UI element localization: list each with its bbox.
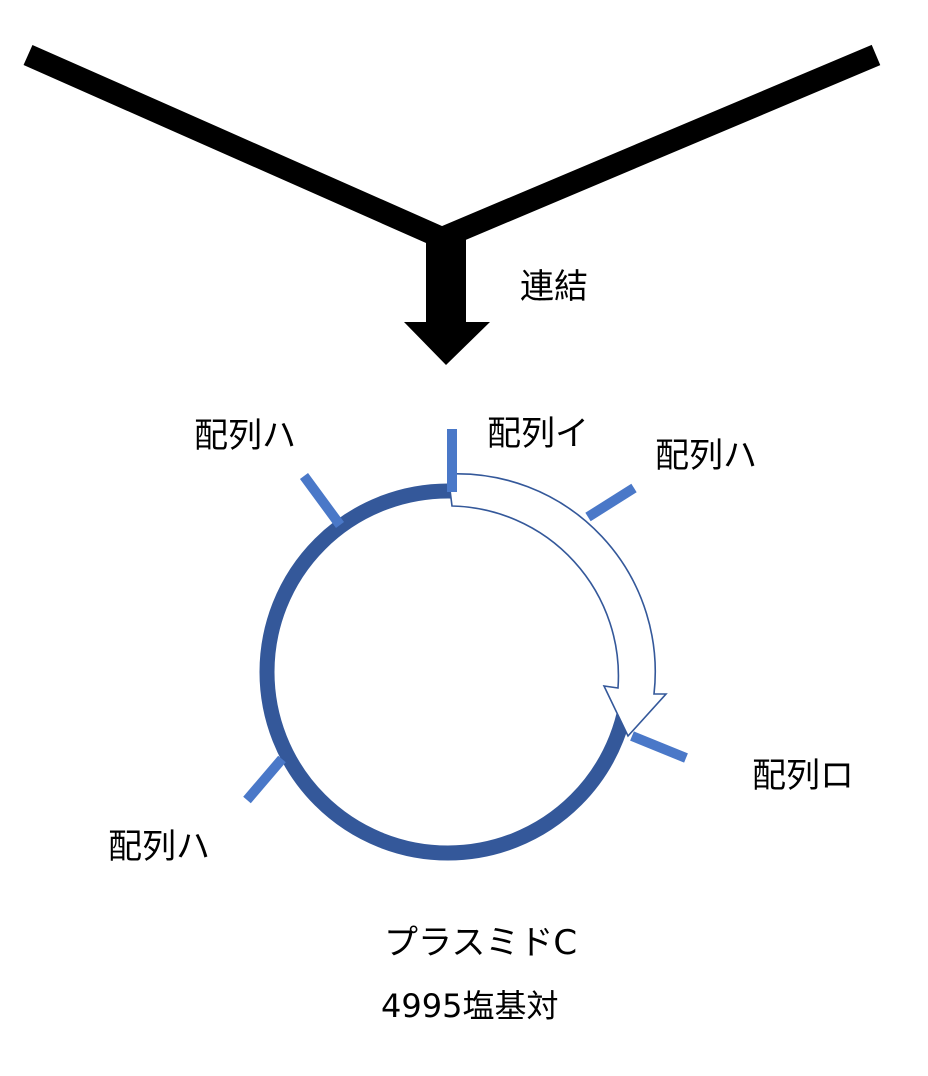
site-label-ha-upper-right: 配列ハ [655, 436, 757, 476]
plasmid-name: プラスミドC [384, 923, 577, 963]
site-marker-ha-upper-left [299, 473, 345, 528]
site-marker-ha-lower-left [243, 755, 286, 804]
site-label-ha-upper-left: 配列ハ [194, 416, 296, 456]
site-label-i-top: 配列イ [487, 414, 589, 454]
site-label-ro-right: 配列ロ [752, 756, 854, 796]
site-label-ha-lower-left: 配列ハ [108, 827, 210, 867]
site-marker-ha-upper-right [585, 483, 637, 522]
site-marker-ro-right [630, 731, 688, 763]
direction-arrow [447, 472, 668, 738]
plasmid-size: 4995塩基対 [381, 987, 558, 1025]
ligation-arrow [404, 238, 490, 365]
ligation-label: 連結 [520, 267, 588, 307]
ligation-fragments [23, 44, 881, 250]
